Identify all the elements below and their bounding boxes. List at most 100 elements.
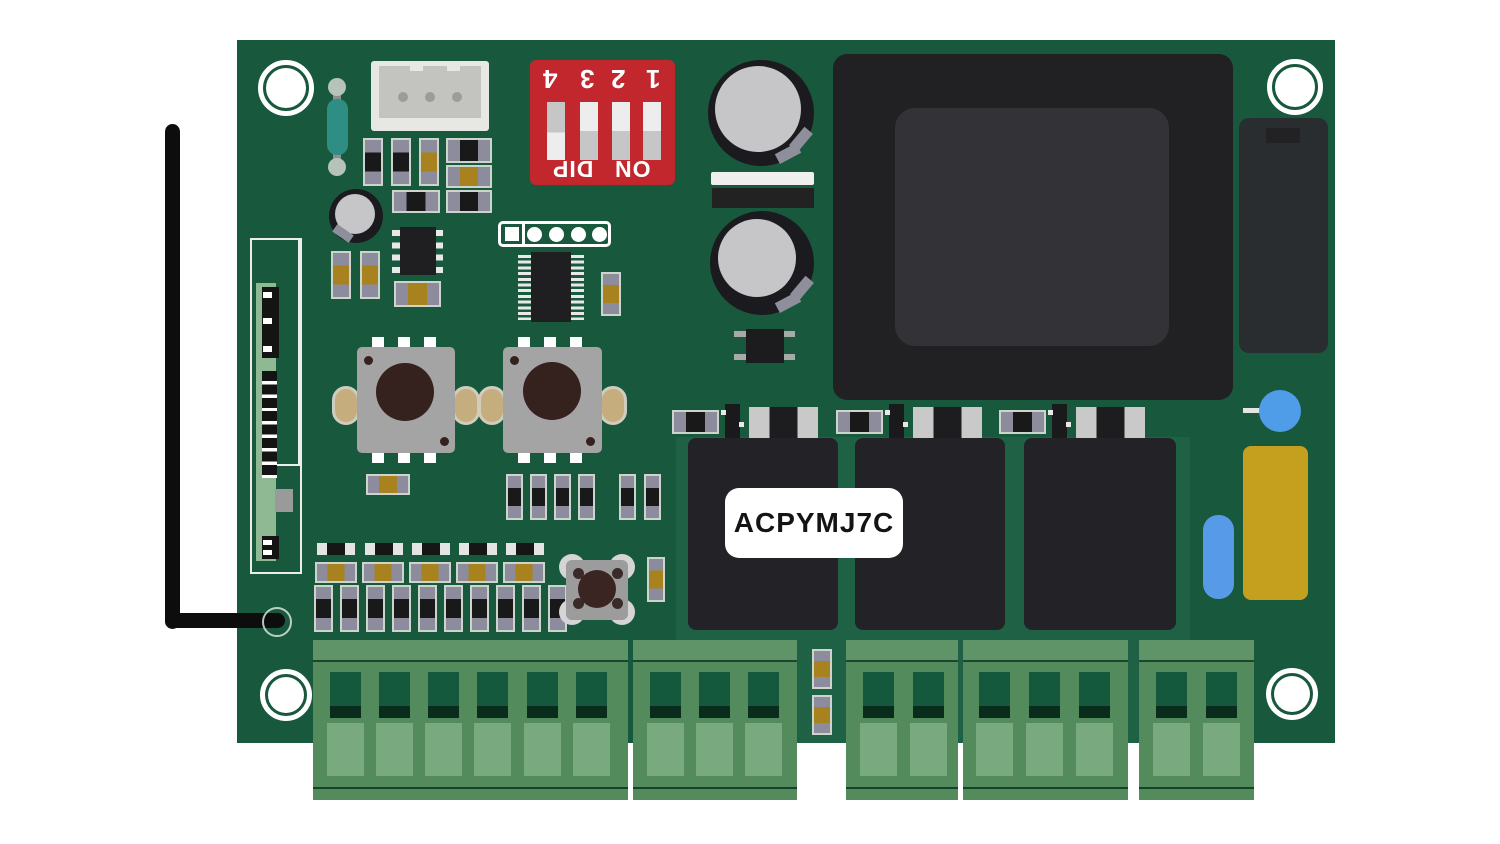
smd-diode — [412, 543, 450, 555]
header-tab — [275, 489, 293, 512]
terminal-block-2 — [633, 640, 797, 800]
pot-pin — [518, 452, 530, 463]
smd-resistor — [999, 410, 1046, 434]
antenna-wire-vertical — [165, 124, 180, 629]
indicator-divider — [522, 224, 525, 244]
pot-dot — [586, 437, 595, 446]
dip-digit: 4 — [543, 64, 558, 94]
pot-ear — [478, 386, 506, 425]
smd-resistor — [419, 138, 439, 186]
electrolytic-capacitor-2 — [710, 211, 814, 315]
dip-slider-3[interactable] — [580, 102, 598, 160]
smd-resistor — [366, 585, 385, 632]
terminal-block-4 — [963, 640, 1128, 800]
smd-resistor — [530, 474, 547, 520]
transformer-module-top — [895, 108, 1169, 346]
crystal-body — [746, 329, 784, 363]
smd-resistor — [392, 585, 411, 632]
pot-pin — [544, 452, 556, 463]
led-indicator-strip — [498, 221, 611, 247]
smd-resistor — [522, 585, 541, 632]
smd-transistor — [721, 404, 744, 438]
header-pin-mark — [263, 540, 272, 545]
dip-digit: 2 — [611, 64, 626, 94]
inductor-pad — [328, 78, 346, 96]
capacitor-blue — [1203, 515, 1234, 599]
button-pin-dot — [612, 598, 623, 609]
mounting-hole-bottom-right — [1266, 668, 1318, 720]
film-capacitor-yellow — [1243, 446, 1308, 600]
pot-knob[interactable] — [523, 362, 581, 420]
smd-resistor — [470, 585, 489, 632]
smd-resistor — [672, 410, 719, 434]
dip-slider-4[interactable] — [547, 102, 565, 160]
soic-pins-left — [518, 255, 532, 320]
jumper-bar-white — [711, 172, 814, 185]
pot-pin — [372, 337, 384, 348]
pot-pin — [398, 337, 410, 348]
header-pin-mark — [263, 346, 272, 352]
crystal-lead — [782, 354, 795, 360]
ic8-pins-right — [434, 230, 443, 273]
mounting-hole-top-left — [258, 60, 314, 116]
smd-resistor — [444, 585, 463, 632]
inductor-pad — [328, 158, 346, 176]
header-outline-inner — [273, 238, 300, 466]
dip-slider-2[interactable] — [612, 102, 630, 160]
terminal-block-1 — [313, 640, 628, 800]
smd-resistor — [331, 251, 351, 299]
dip-switch: 4 3 2 1 DIP ON — [530, 60, 675, 185]
heatsink-component — [1239, 118, 1328, 353]
crystal-lead — [782, 331, 795, 337]
indicator-dot — [571, 227, 586, 242]
dip-slider-1[interactable] — [643, 102, 661, 160]
terminal-block-5 — [1139, 640, 1254, 800]
device-label-text: ACPYMJ7C — [733, 507, 895, 538]
smd-diode — [365, 543, 403, 555]
connector-notch — [410, 61, 423, 71]
pot-pin — [424, 337, 436, 348]
pot-pin — [518, 337, 530, 348]
indicator-dot — [592, 227, 607, 242]
ic-8pin — [400, 227, 436, 275]
connector-notch — [447, 61, 460, 71]
dip-digit: 3 — [580, 64, 595, 94]
smd-resistor — [812, 695, 832, 735]
smd-resistor — [446, 138, 492, 163]
indicator-dot — [549, 227, 564, 242]
pot-pin — [570, 337, 582, 348]
connector-pin — [425, 92, 435, 102]
pot-pin — [424, 452, 436, 463]
smd-resistor — [340, 585, 359, 632]
smd-resistor — [644, 474, 661, 520]
header-pin-mark — [263, 550, 272, 555]
header-pin-mark — [263, 318, 272, 324]
electrolytic-capacitor-1 — [708, 60, 814, 166]
smd-resistor — [506, 474, 523, 520]
smd-diode — [459, 543, 497, 555]
smd-resistor — [418, 585, 437, 632]
smd-resistor — [314, 585, 333, 632]
smd-resistor — [601, 272, 621, 316]
smd-resistor — [446, 190, 492, 213]
mounting-hole-top-right — [1267, 59, 1323, 115]
status-led-blue — [1259, 390, 1301, 432]
smd-resistor — [812, 649, 832, 689]
smd-diode — [317, 543, 355, 555]
smd-resistor — [647, 557, 665, 602]
smd-capacitor — [913, 407, 982, 438]
button-pin-dot — [573, 568, 584, 579]
header-pin-row — [262, 371, 277, 478]
antenna-pad-ring — [262, 607, 292, 637]
dip-digit: 1 — [646, 64, 661, 94]
button-pin-dot — [612, 568, 623, 579]
pot-pin — [398, 452, 410, 463]
push-button-cap[interactable] — [578, 570, 616, 608]
pot-knob[interactable] — [376, 363, 434, 421]
smd-diode — [506, 543, 544, 555]
smd-resistor — [394, 281, 441, 307]
smd-resistor — [446, 165, 492, 188]
indicator-dot — [527, 227, 542, 242]
inductor-body — [327, 99, 348, 155]
smd-resistor — [391, 138, 411, 186]
